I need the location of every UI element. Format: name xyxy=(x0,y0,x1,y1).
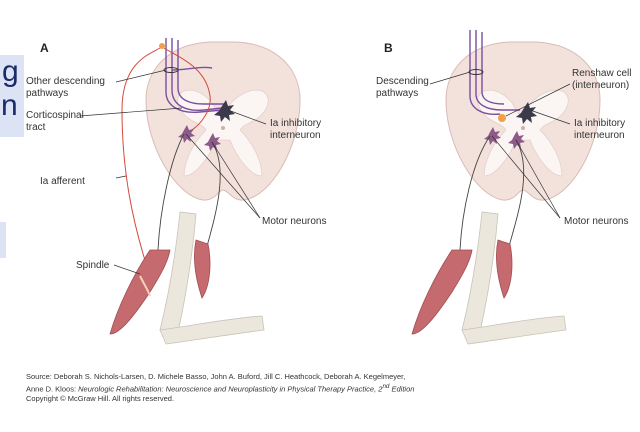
slide-side-fragment xyxy=(0,222,6,258)
motor-neuron-b-left xyxy=(484,127,501,145)
label-ia-inhibitory-b-1: Ia inhibitory xyxy=(574,118,625,129)
panel-b-letter: B xyxy=(384,41,393,55)
motor-axons-b xyxy=(459,135,525,251)
label-ia-inhibitory-b-2: interneuron xyxy=(574,130,625,141)
label-motor-neurons-a: Motor neurons xyxy=(262,216,326,227)
triceps-muscle-a xyxy=(194,239,211,299)
slide-title-fragment: g n xyxy=(0,55,24,137)
label-ia-inhibitory-a-2: interneuron xyxy=(270,130,321,141)
label-other-descending-2: pathways xyxy=(26,88,68,99)
label-descending-1: Descending xyxy=(376,76,429,87)
label-other-descending-1: Other descending xyxy=(26,76,105,87)
panel-b: B xyxy=(376,30,631,345)
source-citation: Source: Deborah S. Nichols-Larsen, D. Mi… xyxy=(26,372,626,403)
ia-inhibitory-interneuron-a xyxy=(214,100,235,122)
label-corticospinal-2: tract xyxy=(26,122,46,133)
panel-a-letter: A xyxy=(40,41,49,55)
label-ia-afferent: Ia afferent xyxy=(40,176,85,187)
spindle-a xyxy=(139,275,151,297)
label-ia-inhibitory-a-1: Ia inhibitory xyxy=(270,118,321,129)
descending-pathways-b xyxy=(469,30,520,115)
arm-a xyxy=(109,211,265,345)
label-renshaw-1: Renshaw cell xyxy=(572,68,631,79)
pathway-section-marker-a xyxy=(163,67,179,73)
ia-afferent-fiber-a xyxy=(121,47,161,271)
source-edition: Edition xyxy=(389,384,415,393)
source-authors: Anne D. Kloos: xyxy=(26,384,79,393)
ia-afferent-branch-a xyxy=(163,47,211,135)
label-corticospinal-1: Corticospinal xyxy=(26,110,84,121)
label-descending-2: pathways xyxy=(376,88,418,99)
source-line-2: Anne D. Kloos: Neurologic Rehabilitation… xyxy=(26,382,626,394)
renshaw-cell xyxy=(498,114,506,122)
leader-lines-b xyxy=(429,71,571,219)
motor-axons-a xyxy=(157,133,221,251)
dorsal-root-ganglion-a xyxy=(159,43,165,49)
source-edition-sup: nd xyxy=(382,382,390,390)
biceps-muscle-b xyxy=(411,249,473,335)
label-motor-neurons-b: Motor neurons xyxy=(564,216,628,227)
descending-pathways-a xyxy=(165,38,224,113)
label-renshaw-2: (interneuron) xyxy=(572,80,629,91)
triceps-muscle-b xyxy=(496,239,513,299)
leader-lines-a xyxy=(79,69,267,275)
title-letter-n: n xyxy=(1,89,18,122)
source-book-title: Neurologic Rehabilitation: Neuroscience … xyxy=(78,384,383,393)
ia-inhibitory-interneuron-b xyxy=(516,102,537,124)
biceps-muscle-a xyxy=(109,249,171,335)
source-line-1: Source: Deborah S. Nichols-Larsen, D. Mi… xyxy=(26,372,406,381)
title-letter-g: g xyxy=(2,55,19,88)
source-copyright: Copyright © McGraw Hill. All rights rese… xyxy=(26,393,175,403)
motor-neuron-a-left xyxy=(178,125,195,143)
label-spindle: Spindle xyxy=(76,260,110,271)
arm-b xyxy=(411,211,567,345)
panel-a: A xyxy=(26,38,326,345)
